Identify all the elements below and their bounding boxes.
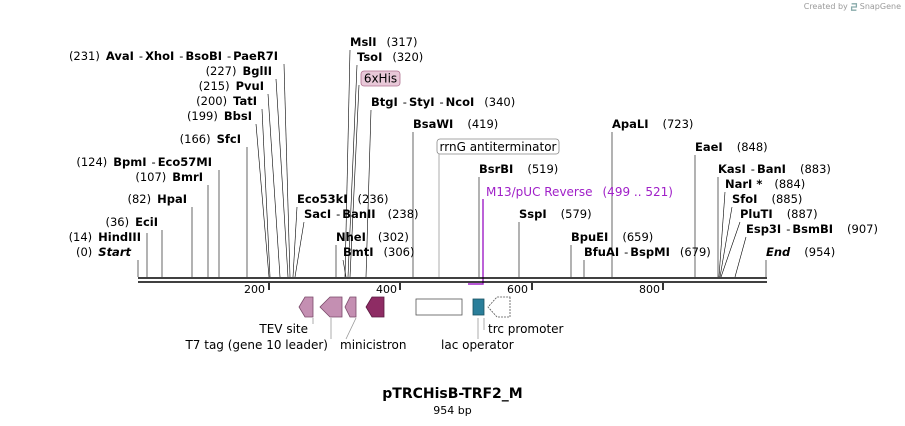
site-saci: SacI-BanII(238)	[304, 207, 419, 221]
lac-operator-box	[472, 298, 485, 316]
site-hpai: (82)HpaI	[127, 192, 187, 206]
site-bfuai: BfuAI-BspMI(679)	[584, 245, 711, 259]
site-bpuei: BpuEI(659)	[571, 230, 653, 244]
middle-site-labels: MslI(317) TsoI(320) BtgI-StyI-NcoI(340) …	[297, 35, 592, 259]
t7-tag-arrow	[319, 296, 343, 318]
minicistron-label: minicistron	[340, 338, 406, 352]
site-nhei: NheI(302)	[336, 230, 409, 244]
site-esp3i: Esp3I-BsmBI(907)	[746, 222, 878, 236]
lac-operator-label: lac operator	[441, 338, 514, 352]
map-length: 954 bp	[433, 404, 472, 417]
tick-200: 200	[244, 283, 265, 296]
site-bglii: (227)BglII	[206, 64, 272, 78]
credit-text: Created by	[803, 2, 848, 11]
tick-800: 800	[639, 283, 660, 296]
site-eco53ki: Eco53kI(236)	[297, 192, 388, 206]
feature-leaders	[312, 317, 485, 340]
primer-label: M13/pUC Reverse(499 .. 521)	[486, 185, 673, 199]
site-tsoi: TsoI(320)	[357, 50, 423, 64]
trc-promoter-arrow	[487, 296, 511, 318]
left-site-labels: (0)Start (14)HindIII (36)EciI (82)HpaI (…	[69, 49, 278, 259]
left-leader-lines	[137, 63, 291, 278]
site-kasi: KasI-BanI(883)	[718, 162, 831, 176]
site-tati: (200)TatI	[196, 94, 257, 108]
right-site-labels: ApaLI(723) BpuEI(659) BfuAI-BspMI(679) E…	[571, 117, 878, 259]
right-leader-lines	[570, 132, 767, 278]
snapgene-credit: Created by SnapGene	[804, 2, 901, 11]
m13-puc-reverse-primer: M13/pUC Reverse(499 .. 521)	[468, 185, 673, 285]
site-bmti: BmtI(306)	[343, 245, 414, 259]
site-pluti: PluTI(887)	[740, 207, 818, 221]
site-msli: MslI(317)	[350, 35, 417, 49]
six-his-tag: 6xHis	[360, 70, 401, 87]
site-sfoi: SfoI(885)	[732, 192, 802, 206]
svg-text:rrnG antiterminator: rrnG antiterminator	[440, 140, 557, 154]
site-avai: (231)AvaI-XhoI-BsoBI-PaeR7I	[69, 49, 278, 63]
credit-brand: SnapGene	[859, 2, 901, 11]
tev-site-arrow	[298, 296, 314, 318]
tick-400: 400	[376, 283, 397, 296]
dna-backbone	[138, 277, 767, 283]
site-nari: NarI *(884)	[725, 177, 805, 191]
site-bpmi: (124)BpmI-Eco57MI	[76, 155, 212, 169]
site-bbsi: (199)BbsI	[187, 109, 252, 123]
site-sspi: SspI(579)	[519, 207, 592, 221]
feature-arrows	[298, 296, 511, 318]
site-start: (0)Start	[76, 245, 132, 259]
snapgene-logo-icon	[850, 2, 857, 11]
trc-promoter-label: trc promoter	[488, 322, 564, 336]
small-feature-arrow	[344, 296, 357, 318]
t7-tag-label: T7 tag (gene 10 leader)	[184, 338, 328, 352]
site-hindiii: (14)HindIII	[69, 230, 141, 244]
site-apali: ApaLI(723)	[612, 117, 693, 131]
site-pvui: (215)PvuI	[199, 79, 264, 93]
tick-600: 600	[507, 283, 528, 296]
tev-site-label: TEV site	[258, 322, 308, 336]
minicistron-arrow	[365, 296, 385, 318]
middle-leader-lines	[292, 49, 520, 278]
site-bsawi: BsaWI(419)	[413, 117, 498, 131]
scale-ticks: 200 400 600 800	[244, 283, 664, 296]
map-title: pTRCHisB-TRF2_M	[382, 386, 523, 402]
site-btgi: BtgI-StyI-NcoI(340)	[371, 95, 515, 109]
site-sfci: (166)SfcI	[180, 132, 241, 146]
six-his-label: 6xHis	[364, 72, 397, 86]
site-bmri: (107)BmrI	[135, 170, 203, 184]
feature-labels: TEV site T7 tag (gene 10 leader) minicis…	[184, 322, 563, 352]
site-bsrbi: BsrBI(519)	[479, 162, 558, 176]
rrng-antiterminator-label: rrnG antiterminator	[436, 138, 560, 155]
site-eaei: EaeI(848)	[695, 140, 768, 154]
rrng-antiterminator-box	[415, 298, 463, 316]
site-ecii: (36)EciI	[105, 215, 158, 229]
site-end: End(954)	[766, 245, 835, 259]
